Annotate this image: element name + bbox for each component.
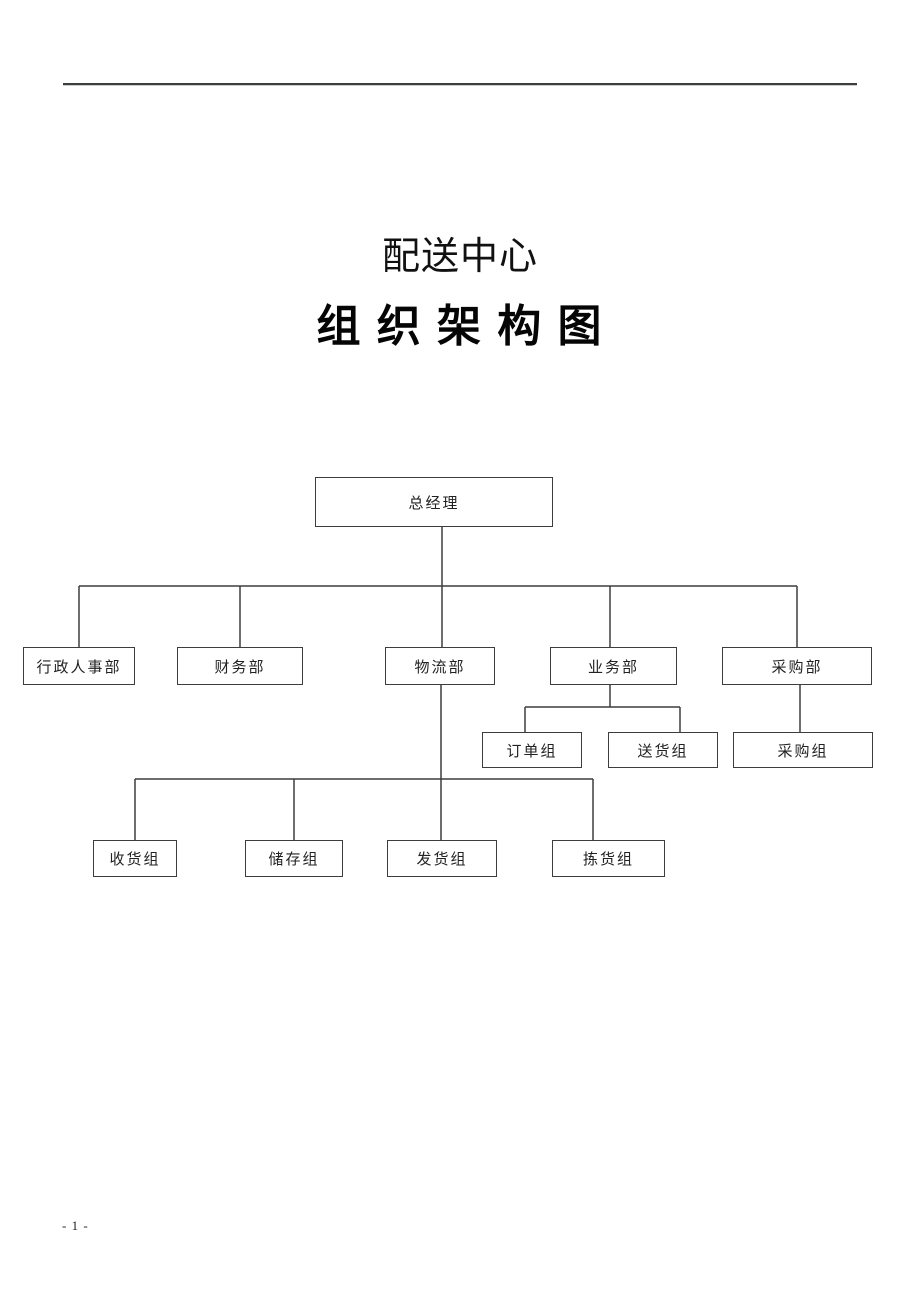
page-subtitle: 组 织 架 构 图 bbox=[316, 302, 604, 351]
org-box-purchasing-dept: 采购部 bbox=[722, 647, 872, 685]
org-box-label: 送货组 bbox=[637, 743, 689, 760]
org-box-label: 业务部 bbox=[587, 659, 639, 676]
org-box-storage-group: 储存组 bbox=[245, 840, 343, 877]
org-box-label: 财务部 bbox=[214, 659, 266, 676]
org-box-label: 储存组 bbox=[268, 852, 320, 868]
org-box-business-dept: 业务部 bbox=[550, 647, 677, 685]
org-box-logistics-dept: 物流部 bbox=[385, 647, 495, 685]
org-box-label: 发货组 bbox=[416, 852, 468, 868]
org-box-dispatch-group: 发货组 bbox=[387, 840, 497, 877]
header-rule bbox=[63, 83, 857, 86]
page-number: - 1 - bbox=[62, 1218, 89, 1233]
org-box-label: 采购组 bbox=[777, 743, 829, 760]
org-box-admin-hr-dept: 行政人事部 bbox=[23, 647, 135, 685]
org-box-delivery-group: 送货组 bbox=[608, 732, 718, 768]
org-box-general-manager: 总经理 bbox=[315, 477, 553, 527]
org-box-label: 行政人事部 bbox=[36, 659, 122, 676]
org-box-order-group: 订单组 bbox=[482, 732, 582, 768]
org-box-label: 订单组 bbox=[506, 743, 558, 760]
org-box-label: 拣货组 bbox=[582, 852, 634, 868]
org-box-label: 总经理 bbox=[408, 495, 460, 512]
org-box-picking-group: 拣货组 bbox=[552, 840, 665, 877]
org-box-receiving-group: 收货组 bbox=[93, 840, 177, 877]
org-box-label: 采购部 bbox=[771, 659, 823, 676]
org-box-label: 收货组 bbox=[109, 852, 161, 868]
org-box-finance-dept: 财务部 bbox=[177, 647, 303, 685]
page-title: 配送中心 bbox=[381, 236, 538, 278]
org-box-purchasing-group: 采购组 bbox=[733, 732, 873, 768]
org-box-label: 物流部 bbox=[414, 659, 466, 676]
